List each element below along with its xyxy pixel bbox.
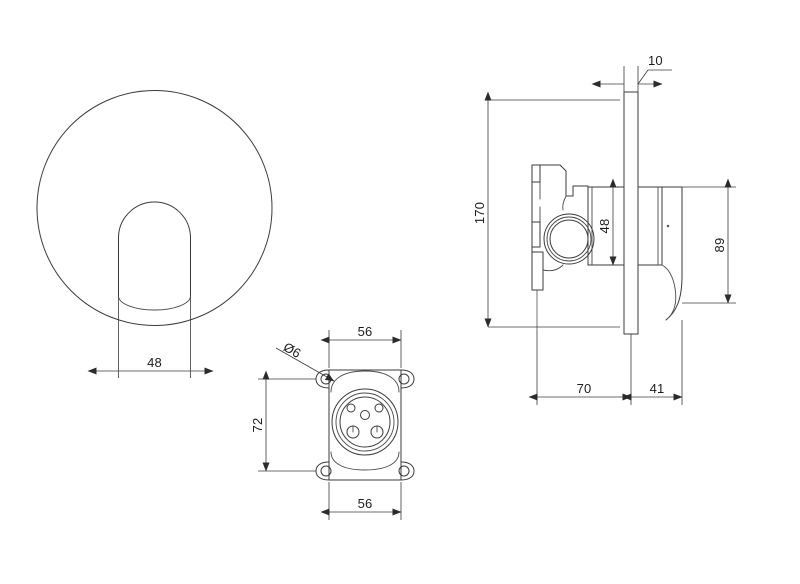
plate-boss-inner-ring	[339, 396, 391, 448]
handle-lower-curve	[661, 264, 677, 321]
handle-outline	[661, 186, 683, 321]
plate-tab-bottom-right	[400, 461, 415, 481]
port-hole-lower-left	[346, 425, 360, 439]
plate-dim-56-top-text: 56	[358, 324, 373, 339]
front-view-group: 48	[36, 90, 273, 378]
plate-boss-mid-ring	[335, 392, 395, 452]
dia6-label-text: Ø6	[281, 339, 304, 361]
bracket-top-connector	[565, 185, 589, 197]
depth-dim-41-text: 41	[650, 381, 665, 396]
mounting-plate-view-group: 56 56 72 Ø6	[250, 324, 415, 520]
bracket-inner-fillet	[562, 195, 567, 211]
dia6-leader-line	[275, 347, 335, 382]
side-dim-170-text: 170	[472, 202, 487, 224]
port-hole-upper-right	[374, 403, 384, 413]
lever-handle-bottom-arc	[118, 295, 191, 311]
handle-center-mark	[666, 224, 670, 228]
plate-tab-top-right	[400, 369, 415, 389]
port-hole-lower-right	[370, 425, 384, 439]
valve-boss-mid-ring	[546, 216, 592, 262]
wall-plate-edges	[623, 91, 639, 335]
body-dim-48-text: 48	[597, 219, 612, 234]
front-dim-48-text: 48	[147, 355, 162, 370]
plate-dim-10-text: 10	[648, 53, 663, 68]
side-view-group: 170 10 48 89 70 4	[472, 53, 736, 405]
fixing-hole-top-right	[398, 373, 410, 385]
plate-dim-10-leader	[637, 69, 649, 85]
lever-handle-outline	[118, 201, 191, 297]
bracket-bottom-tab	[531, 251, 544, 291]
plate-top-lobe	[330, 370, 400, 393]
handle-dim-89-text: 89	[712, 238, 727, 253]
bracket-mid-tab	[531, 221, 541, 248]
bracket-bottom-arm	[542, 264, 564, 272]
valve-front-collar	[637, 186, 663, 266]
plate-dim-56-bottom-text: 56	[358, 496, 373, 511]
plate-tab-top-left	[315, 369, 330, 389]
bracket-top-tab	[531, 164, 541, 183]
port-hole-upper-left	[346, 403, 356, 413]
bracket-top-arm	[539, 164, 567, 197]
port-hole-center	[360, 410, 370, 420]
plate-dim-72-text: 72	[250, 418, 265, 433]
escutcheon-outer-circle	[36, 90, 273, 326]
valve-boss-outer-ring	[543, 213, 595, 265]
wall-plate-caps	[623, 91, 639, 335]
fixing-hole-bottom-right	[398, 465, 410, 477]
plate-bottom-lobe	[330, 451, 400, 471]
valve-boss-inner-ring	[549, 219, 589, 259]
plate-boss-outer-ring	[331, 388, 399, 456]
depth-dim-70-text: 70	[577, 381, 592, 396]
plate-tab-bottom-left	[315, 461, 330, 481]
fixing-hole-bottom-left	[320, 465, 332, 477]
